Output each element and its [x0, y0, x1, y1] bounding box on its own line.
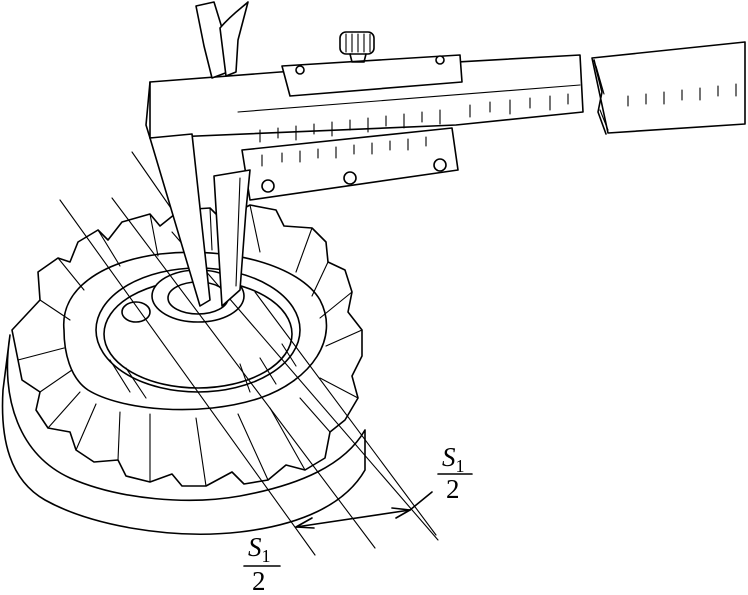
beam-break-hatch: [595, 65, 609, 131]
lower-jaw-moving: [213, 169, 251, 307]
cutter-inner-rim: [63, 251, 328, 411]
lower-label-denominator: 2: [252, 566, 266, 595]
caliper-beam-extension: [591, 41, 746, 134]
leader-line: [409, 491, 433, 511]
lower-label-variable: S: [248, 532, 262, 562]
beam-scale-ticks: [259, 93, 569, 143]
slider-screw-3: [433, 158, 447, 172]
cutter-hub-shading: [109, 343, 297, 399]
beam-ext-ticks: [627, 83, 737, 107]
cutter-tooth-flutes: [17, 204, 363, 487]
knob-knurling: [345, 33, 371, 53]
svg-text:S1: S1: [442, 442, 465, 476]
upper-label-denominator: 2: [446, 474, 460, 504]
label-upper-s1-half: S1 2: [437, 442, 473, 504]
dimension-line: [295, 509, 411, 528]
lower-jaw-edge: [235, 177, 241, 287]
dimension-arrow: [295, 491, 433, 529]
section-line-3: [171, 231, 439, 541]
svg-text:S1: S1: [248, 532, 271, 566]
slider-screw-1: [261, 179, 275, 193]
lower-label-subscript: 1: [262, 546, 271, 566]
slider-screw-2: [343, 171, 357, 185]
label-lower-s1-half: S1 2: [243, 532, 281, 595]
lower-jaw-fixed: [149, 133, 211, 307]
beam-break-line: [593, 59, 607, 135]
upper-jaw-moving: [219, 1, 249, 77]
top-bar-screw-right: [435, 55, 445, 65]
cutter-side-hole: [121, 301, 151, 323]
section-line-1: [59, 199, 316, 556]
vernier-ticks: [261, 136, 427, 167]
cutter-body-outline: [1, 334, 366, 535]
beam-scale-edge: [237, 84, 581, 113]
vernier-caliper: [145, 1, 746, 307]
milling-cutter: [1, 204, 366, 535]
section-line-2: [111, 197, 376, 549]
beam-end: [145, 81, 151, 139]
knob-stem: [349, 53, 367, 63]
upper-label-variable: S: [442, 442, 456, 472]
top-bar-screw-left: [295, 65, 305, 75]
arrow-head-right: [391, 507, 411, 519]
upper-label-subscript: 1: [456, 456, 465, 476]
arrow-head-left: [295, 517, 315, 529]
thumb-screw-knob: [339, 31, 375, 55]
caliper-top-bar: [281, 54, 463, 97]
section-line-4: [254, 291, 437, 536]
